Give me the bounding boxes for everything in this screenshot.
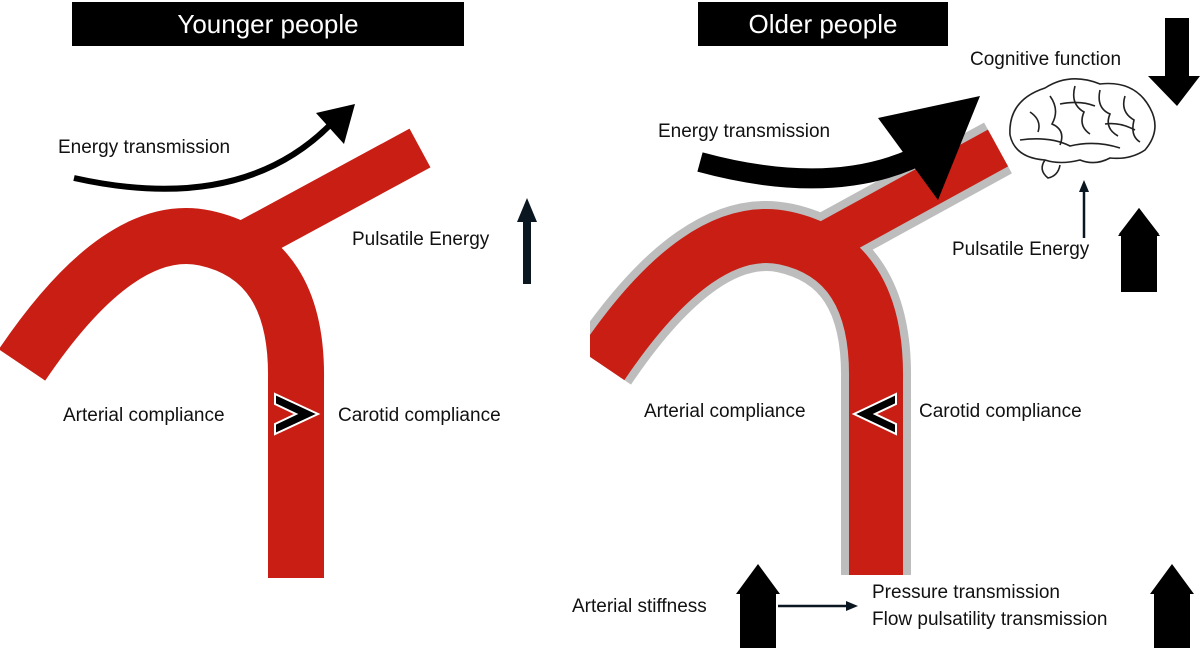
down-arrow-icon bbox=[1148, 18, 1200, 106]
cognitive-function-label: Cognitive function bbox=[970, 49, 1122, 70]
aortic-arch bbox=[0, 208, 325, 578]
aortic-arch bbox=[590, 209, 904, 575]
younger-people-title: Younger people bbox=[72, 2, 464, 46]
artery bbox=[0, 128, 431, 578]
up-arrow-icon bbox=[1118, 208, 1160, 292]
pressure-transmission-label: Pressure transmission bbox=[872, 582, 1060, 603]
younger-people-panel: Younger people Energy transmission Pulsa… bbox=[0, 0, 590, 652]
artery bbox=[590, 122, 1012, 575]
carotid-branch bbox=[819, 129, 1009, 259]
flow-pulsatility-transmission-label: Flow pulsatility transmission bbox=[872, 609, 1108, 630]
carotid-compliance-label: Carotid compliance bbox=[919, 401, 1082, 422]
arterial-stiffness-label: Arterial stiffness bbox=[572, 596, 707, 617]
up-arrow-icon bbox=[517, 198, 537, 284]
pulsatile-energy-label: Pulsatile Energy bbox=[352, 229, 490, 250]
older-artery-illustration bbox=[590, 18, 1200, 648]
up-arrow-icon bbox=[1150, 564, 1194, 648]
less-than-icon bbox=[851, 392, 897, 436]
older-people-title: Older people bbox=[698, 2, 948, 46]
carotid-branch bbox=[239, 128, 431, 260]
up-arrow-icon bbox=[736, 564, 780, 648]
connector-arrow bbox=[778, 601, 858, 611]
brain-icon bbox=[1009, 78, 1156, 179]
greater-than-icon bbox=[274, 392, 321, 436]
energy-transmission-arrow bbox=[73, 104, 355, 192]
arterial-compliance-label: Arterial compliance bbox=[63, 405, 225, 426]
small-up-arrow-icon bbox=[1079, 180, 1089, 238]
younger-artery-illustration bbox=[0, 104, 537, 578]
energy-transmission-label: Energy transmission bbox=[658, 121, 831, 142]
arterial-compliance-label: Arterial compliance bbox=[644, 401, 806, 422]
energy-transmission-label: Energy transmission bbox=[58, 137, 231, 158]
pulsatile-energy-label: Pulsatile Energy bbox=[952, 239, 1090, 260]
older-people-panel: Older people bbox=[572, 0, 1200, 652]
energy-transmission-arrow bbox=[697, 96, 980, 200]
carotid-compliance-label: Carotid compliance bbox=[338, 405, 501, 426]
